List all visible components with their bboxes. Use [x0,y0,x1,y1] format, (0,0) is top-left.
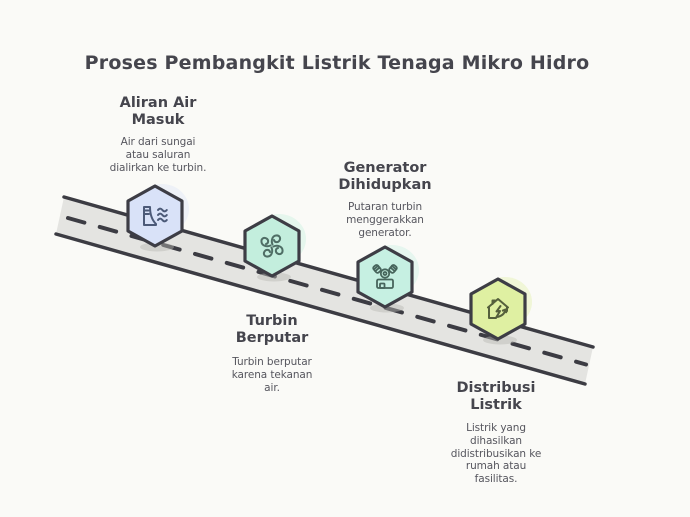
step-3-heading: Generator Dihidupkan [290,160,480,194]
description-line: rumah atau [465,460,527,473]
heading-line: Aliran Air [119,95,197,111]
hexagon-shadows [140,242,517,345]
step-2-hexagon [243,214,301,278]
heading-line: Masuk [131,112,185,128]
step-4-description: Listrik yang dihasilkan didistribusikan … [401,422,591,486]
description-line: Turbin berputar [232,356,312,368]
description-line: karena tekanan [231,368,313,381]
description-line: generator. [358,226,412,239]
description-line: Air dari sungai [120,136,196,148]
heading-line: Listrik [470,397,522,413]
description-line: dihasilkan [470,434,522,447]
heading-line: Berputar [235,330,309,346]
hexagon-shadow [140,242,174,252]
step-3-description: Putaran turbin menggerakkan generator. [290,201,480,239]
step-1-hexagon [126,184,184,248]
step-2-heading: Turbin Berputar [177,313,367,347]
road-bottom-edge [54,232,587,386]
description-line: fasilitas. [474,473,518,486]
generator-engine-icon [372,264,398,289]
dam-water-icon [143,206,168,226]
heading-line: Dihidupkan [338,177,432,193]
description-line: Putaran turbin [347,201,423,213]
hexagon-shadow [483,335,517,345]
description-line: didistribusikan ke [450,447,542,460]
heading-line: Distribusi [456,380,536,396]
house-power-icon [487,298,509,319]
road-center-dashes [66,216,588,367]
heading-line: Generator [343,160,427,176]
description-line: atau saluran [125,148,191,161]
step-1-heading: Aliran Air Masuk [63,95,253,129]
step-2-description: Turbin berputar karena tekanan air. [177,356,367,394]
turbine-fan-icon [260,234,284,258]
description-line: air. [264,381,280,394]
description-line: dialirkan ke turbin. [109,161,207,174]
hexagon-shadow [257,272,291,282]
description-line: menggerakkan [346,213,424,226]
description-line: Listrik yang [466,422,526,434]
hexagon-shadow [370,303,404,313]
step-1-description: Air dari sungai atau saluran dialirkan k… [63,136,253,174]
heading-line: Turbin [246,313,298,329]
diagram-title: Proses Pembangkit Listrik Tenaga Mikro H… [84,52,590,74]
step-4-heading: Distribusi Listrik [401,380,591,414]
